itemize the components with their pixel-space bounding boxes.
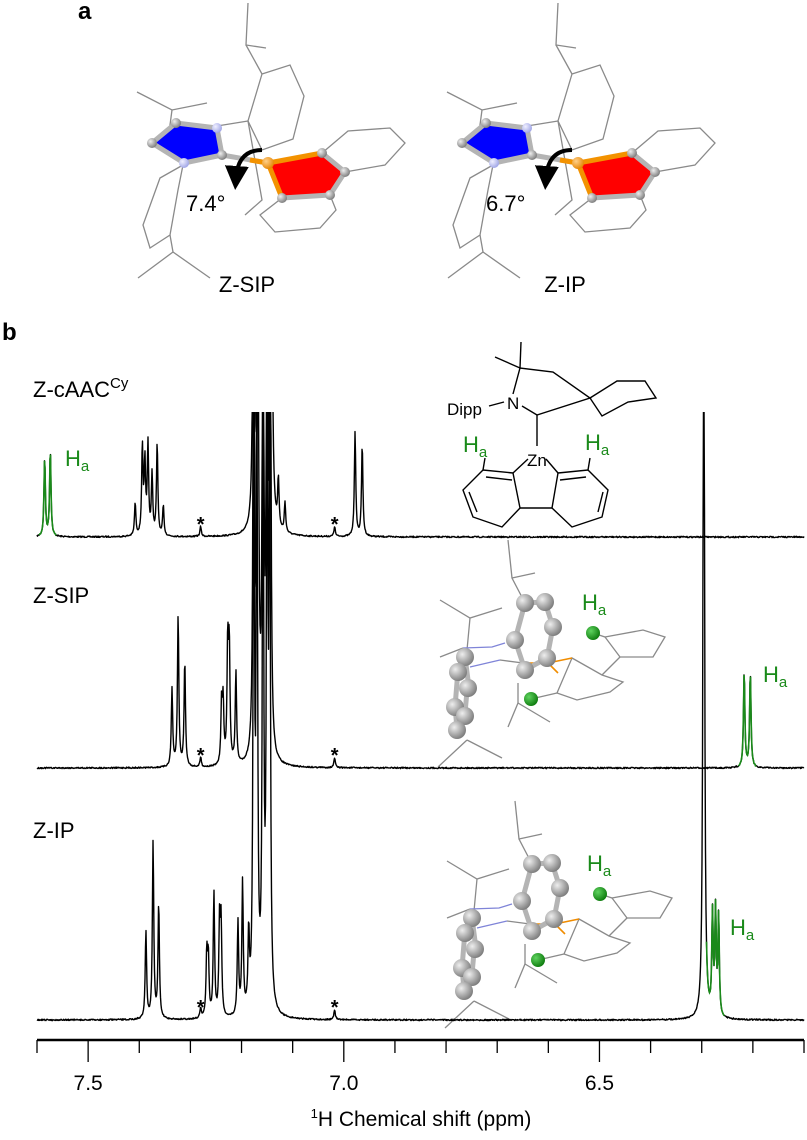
ha-structure-label-z-sip: Ha	[582, 590, 607, 619]
z-ip-structure-name: Z-IP	[544, 272, 586, 297]
z-ip-crystal-structure	[447, 3, 715, 278]
x-tick-label: 7.5	[74, 1072, 103, 1095]
x-tick-label: 6.5	[585, 1072, 614, 1095]
z-sip-ball-and-stick-structure	[438, 540, 665, 767]
spectrum-line-z-caac	[36, 412, 805, 539]
panel-label-a: a	[78, 0, 92, 25]
impurity-marker: *	[197, 997, 205, 1019]
z-caac-chemical-structure: Dipp N Zn Ha Ha	[447, 341, 658, 528]
impurity-marker: *	[331, 997, 339, 1019]
ha-peak-label-z-caac: Ha	[65, 446, 90, 475]
ha-peak-label-z-ip: Ha	[730, 915, 755, 944]
dipp-label: Dipp	[447, 400, 482, 419]
x-axis-title: 1H Chemical shift (ppm)	[311, 1106, 532, 1131]
impurity-markers: * * * * * *	[197, 514, 339, 1019]
impurity-marker: *	[197, 745, 205, 767]
impurity-marker: *	[331, 745, 339, 767]
z-sip-crystal-structure	[137, 3, 405, 278]
spectrum-label-z-caac: Z-cAACCy	[33, 375, 129, 402]
nitrogen-label: N	[507, 394, 519, 413]
spectrum-line-z-sip	[36, 412, 805, 770]
zinc-label: Zn	[527, 451, 547, 470]
ha-structure-label-z-ip: Ha	[587, 851, 612, 880]
z-ip-ball-and-stick-structure	[445, 801, 672, 1028]
impurity-marker: *	[331, 514, 339, 536]
ha-peak-line-z-caac	[38, 454, 57, 536]
ha-label-left: Ha	[463, 432, 488, 461]
nmr-spectra	[36, 412, 805, 1022]
z-sip-structure-name: Z-SIP	[219, 272, 275, 297]
spectrum-label-z-sip: Z-SIP	[33, 583, 89, 608]
ha-peak-label-z-sip: Ha	[763, 662, 788, 691]
spectrum-line-z-ip	[36, 412, 805, 1022]
spectrum-label-z-ip: Z-IP	[33, 818, 75, 843]
ha-peak-line-z-ip	[705, 899, 725, 1017]
panel-label-b: b	[2, 319, 17, 346]
x-tick-label: 7.0	[329, 1072, 358, 1095]
impurity-marker: *	[197, 514, 205, 536]
ha-label-right: Ha	[585, 430, 610, 459]
z-sip-angle-label: 7.4°	[186, 191, 225, 216]
x-axis: 7.5 7.0 6.5	[36, 1038, 805, 1095]
ha-peak-line-z-sip	[737, 674, 757, 768]
z-ip-angle-label: 6.7°	[486, 191, 525, 216]
